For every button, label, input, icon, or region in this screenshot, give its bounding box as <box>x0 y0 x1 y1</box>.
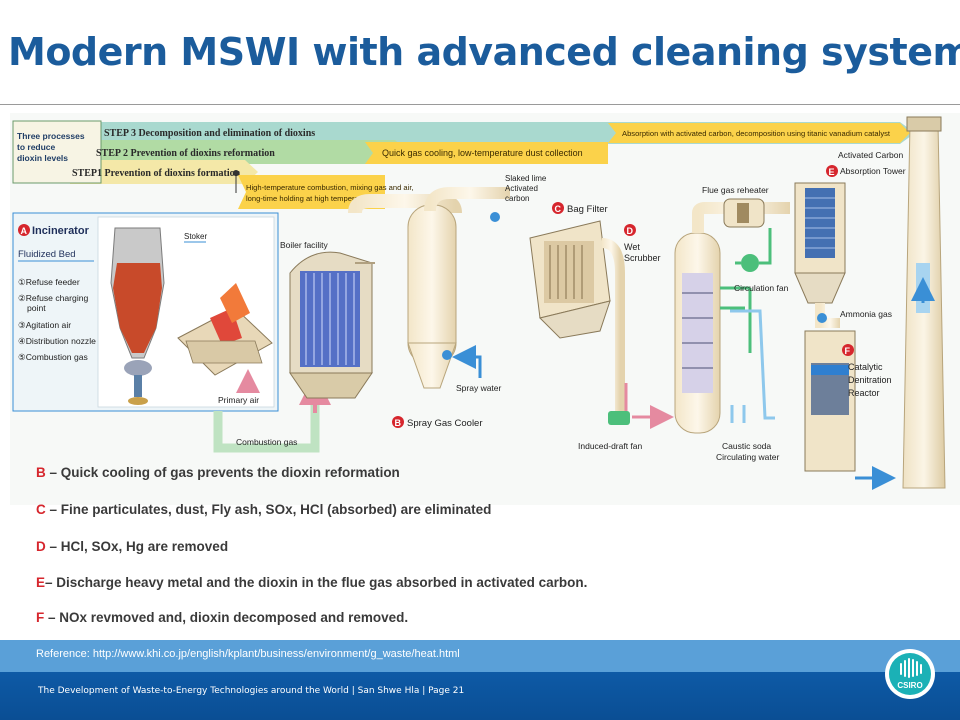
incinerator-part-5: ⑤Combustion gas <box>18 352 88 362</box>
three-processes-line-3: dioxin levels <box>17 153 68 163</box>
catalytic-line-1: Catalytic <box>848 362 883 372</box>
incinerator-letter: A <box>21 226 28 236</box>
boiler-label: Boiler facility <box>280 240 328 250</box>
primary-air-label: Primary air <box>218 395 259 405</box>
incinerator-part-2: ②Refuse charging <box>18 293 89 303</box>
step1-banner-line-2: long-time holding at high temperature <box>246 194 372 203</box>
incinerator-part-1: ①Refuse feeder <box>18 277 80 287</box>
step1-label: STEP1 Prevention of dioxins formation <box>72 168 241 179</box>
catalytic-reactor: Ammonia gas F Catalytic Denitration Reac… <box>804 309 896 490</box>
legend-text-b: – Quick cooling of gas prevents the diox… <box>45 465 400 480</box>
step1-banner-line-1: High-temperature combustion, mixing gas … <box>246 183 414 192</box>
wet-scrubber: D Wet Scrubber Induced-draft fan Caustic… <box>578 224 779 462</box>
legend-text-f: – NOx revmoved and, dioxin decomposed an… <box>44 610 409 625</box>
chimney <box>902 116 946 489</box>
bag-filter-label: Bag Filter <box>567 204 608 215</box>
legend-key-b: B <box>36 465 46 480</box>
step2-banner-text: Quick gas cooling, low-temperature dust … <box>382 148 583 158</box>
step-banners: Three processes to reduce dioxin levels … <box>12 120 915 209</box>
incinerator-title: Incinerator <box>32 225 90 237</box>
legend-text-c: – Fine particulates, dust, Fly ash, SOx,… <box>45 502 492 517</box>
three-processes-line-1: Three processes <box>17 131 85 141</box>
bag-filter: Slaked lime Activated carbon C Bag Filte… <box>424 174 625 413</box>
incinerator-part-4: ④Distribution nozzle <box>18 336 96 346</box>
legend-item-d: D – HCl, SOx, Hg are removed <box>36 539 228 554</box>
legend-item-c: C – Fine particulates, dust, Fly ash, SO… <box>36 502 491 517</box>
reference-bar: Reference: http://www.khi.co.jp/english/… <box>0 640 960 672</box>
slaked-lime-line-1: Slaked lime <box>505 174 547 183</box>
incinerator-panel: A Incinerator Fluidized Bed ①Refuse feed… <box>12 212 279 412</box>
circulation-fan-label: Circulation fan <box>734 283 789 293</box>
legend-key-c: C <box>36 502 46 517</box>
step3-banner-text: Absorption with activated carbon, decomp… <box>622 129 891 138</box>
flue-gas-reheater: Flue gas reheater Circulation fan <box>692 185 790 293</box>
incinerator-subtitle: Fluidized Bed <box>18 249 76 260</box>
ammonia-gas-label: Ammonia gas <box>840 309 892 319</box>
step3-label: STEP 3 Decomposition and elimination of … <box>104 128 315 139</box>
wet-scrubber-line-2: Scrubber <box>624 253 661 263</box>
boiler: Boiler facility <box>280 240 375 399</box>
legend-key-f: F <box>36 610 45 625</box>
letter-f: F <box>845 346 851 356</box>
letter-b: B <box>395 418 402 428</box>
legend-item-b: B – Quick cooling of gas prevents the di… <box>36 465 400 480</box>
legend-text-e: – Discharge heavy metal and the dioxin i… <box>45 575 588 590</box>
spray-water-label: Spray water <box>456 383 502 393</box>
flue-gas-reheater-label: Flue gas reheater <box>702 185 769 195</box>
spray-gas-cooler: Spray water B Spray Gas Cooler <box>348 194 502 429</box>
csiro-logo: CSIRO <box>884 648 936 700</box>
incinerator-part-3: ③Agitation air <box>18 320 71 330</box>
step2-label: STEP 2 Prevention of dioxins reformation <box>96 148 275 159</box>
logo-text: CSIRO <box>897 681 922 690</box>
combustion-gas-label: Combustion gas <box>236 437 297 447</box>
wet-scrubber-line-1: Wet <box>624 242 640 252</box>
legend-key-d: D <box>36 539 46 554</box>
slaked-lime-line-3: carbon <box>505 194 529 203</box>
letter-e: E <box>829 167 835 177</box>
legend-key-e: E <box>36 575 46 590</box>
legend-item-e: E– Discharge heavy metal and the dioxin … <box>36 575 587 590</box>
legend-item-f: F – NOx revmoved and, dioxin decomposed … <box>36 610 408 625</box>
induced-draft-fan-label: Induced-draft fan <box>578 441 643 451</box>
slaked-lime-line-2: Activated <box>505 184 538 193</box>
three-processes-line-2: to reduce <box>17 142 56 152</box>
catalytic-line-3: Reactor <box>848 388 880 398</box>
catalytic-line-2: Denitration <box>848 375 892 385</box>
mswi-process-diagram: Three processes to reduce dioxin levels … <box>10 113 960 505</box>
caustic-soda-line-1: Caustic soda <box>722 441 771 451</box>
caustic-soda-line-2: Circulating water <box>716 452 779 462</box>
footer-bar: The Development of Waste-to-Energy Techn… <box>0 672 960 720</box>
activated-carbon-line-2: Absorption Tower <box>840 166 906 176</box>
activated-carbon-tower: Activated Carbon E Absorption Tower <box>794 150 906 328</box>
reference-text: Reference: http://www.khi.co.jp/english/… <box>36 648 460 660</box>
spray-gas-cooler-label: Spray Gas Cooler <box>407 418 483 429</box>
activated-carbon-line-1: Activated Carbon <box>838 150 903 160</box>
letter-d: D <box>627 226 634 236</box>
incinerator-part-2b: point <box>27 303 46 313</box>
footer-text: The Development of Waste-to-Energy Techn… <box>38 686 465 696</box>
letter-c: C <box>555 204 562 214</box>
stoker-label: Stoker <box>184 232 207 241</box>
legend-text-d: – HCl, SOx, Hg are removed <box>45 539 229 554</box>
page-title: Modern MSWI with advanced cleaning syste… <box>8 30 960 74</box>
title-divider <box>0 104 960 105</box>
